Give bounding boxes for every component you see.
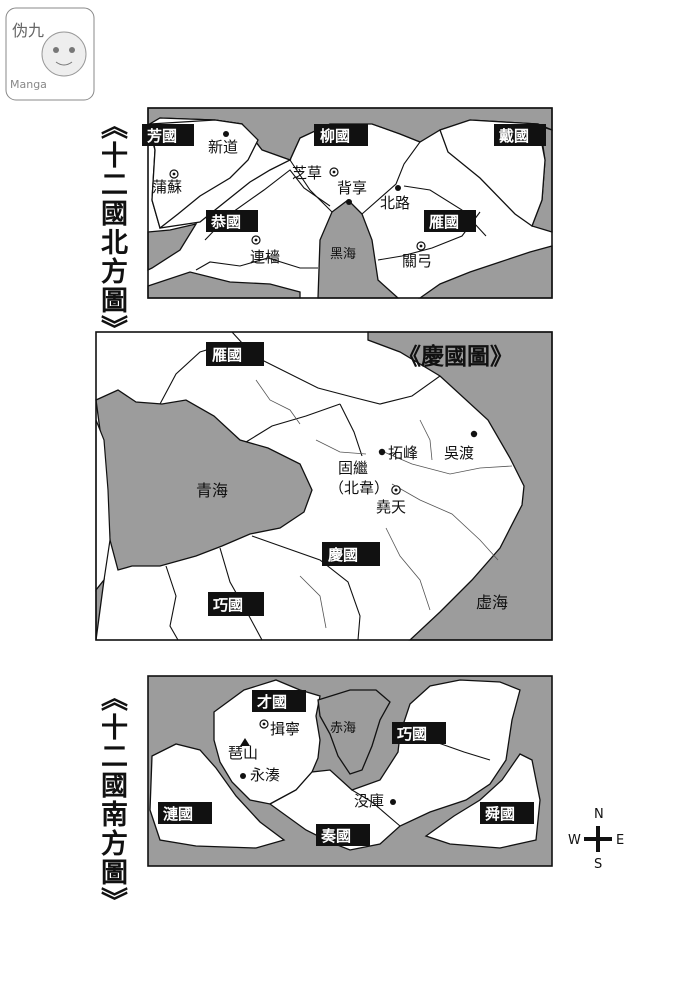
kei-sea-aomi bbox=[95, 389, 313, 571]
city-renshou: 連檣 bbox=[250, 248, 280, 266]
kingdom-en-north: 雁國 bbox=[429, 213, 459, 231]
compass-south: S bbox=[594, 857, 602, 872]
sea-kyokai: 虚海 bbox=[476, 593, 508, 612]
sea-sekikai: 赤海 bbox=[330, 721, 356, 736]
city-hoso: 蒲蘇 bbox=[152, 178, 182, 196]
north-map-title: 《十二國北方圖》 bbox=[96, 112, 127, 344]
kingdom-kou-south: 巧國 bbox=[397, 725, 427, 743]
kingdom-kou-kei: 巧國 bbox=[213, 596, 243, 614]
kingdom-sai: 才國 bbox=[257, 693, 287, 711]
kingdom-kyou: 恭國 bbox=[210, 213, 241, 231]
city-eisou: 永湊 bbox=[250, 766, 280, 784]
north-map: 芳國 柳國 戴國 恭國 雁國 新道 蒲蘇 芝草 背享 北路 連檣 關弓 黑海 bbox=[142, 107, 553, 299]
city-bokko: 没庫 bbox=[354, 792, 384, 810]
compass-north: N bbox=[594, 807, 604, 822]
city-goto: 吳渡 bbox=[444, 444, 474, 462]
kingdom-ryuu: 柳國 bbox=[320, 127, 350, 145]
city-kankyuu: 關弓 bbox=[402, 252, 432, 270]
mountain-icon bbox=[240, 738, 250, 746]
kingdom-kei: 慶國 bbox=[328, 546, 358, 564]
logo-text: 伪九 bbox=[12, 21, 44, 40]
compass-icon: N S E W bbox=[568, 807, 624, 872]
sou-land bbox=[268, 679, 521, 851]
kingdom-ren: 漣國 bbox=[163, 805, 193, 823]
city-shisou: 芝草 bbox=[292, 164, 322, 182]
sea-seikai: 青海 bbox=[196, 481, 228, 500]
hou-island bbox=[149, 119, 259, 230]
kingdom-hou: 芳國 bbox=[147, 127, 177, 145]
city-hokuro: 北路 bbox=[380, 194, 410, 212]
mount-hazan: 琶山 bbox=[228, 744, 258, 762]
city-kokei: 固繼 bbox=[338, 459, 368, 477]
city-takuhou: 拓峰 bbox=[388, 444, 418, 462]
south-map-title: 《十二國南方圖》 bbox=[96, 684, 127, 916]
scanlation-logo: 伪九 Manga bbox=[5, 7, 95, 101]
city-hokui: （北韋） bbox=[329, 479, 389, 497]
city-yuunei: 揖寧 bbox=[270, 720, 300, 738]
south-sea-akai bbox=[317, 689, 391, 775]
kingdom-shun: 舜國 bbox=[485, 805, 515, 823]
south-map: 才國 巧國 漣國 奏國 舜國 揖寧 琶山 永湊 没庫 赤海 bbox=[147, 675, 553, 867]
city-haikyou: 背享 bbox=[337, 179, 367, 197]
compass-west: W bbox=[568, 833, 581, 848]
kingdom-en-kei: 雁國 bbox=[212, 346, 242, 364]
svg-text:Manga: Manga bbox=[10, 78, 47, 91]
shun-island bbox=[424, 753, 541, 849]
compass-east: E bbox=[616, 833, 624, 848]
tai-island bbox=[439, 119, 546, 228]
kingdom-tai: 戴國 bbox=[499, 127, 529, 145]
kei-map: 《慶國圖》 雁國 慶國 巧國 拓峰 吳渡 固繼 （北韋） 堯天 青海 虚海 bbox=[95, 331, 553, 641]
kei-map-title: 《慶國圖》 bbox=[398, 343, 513, 370]
city-shindou: 新道 bbox=[208, 138, 238, 156]
kingdom-sou: 奏國 bbox=[320, 827, 351, 845]
sea-kokkai: 黑海 bbox=[330, 247, 356, 262]
city-gyouten: 堯天 bbox=[376, 498, 406, 516]
